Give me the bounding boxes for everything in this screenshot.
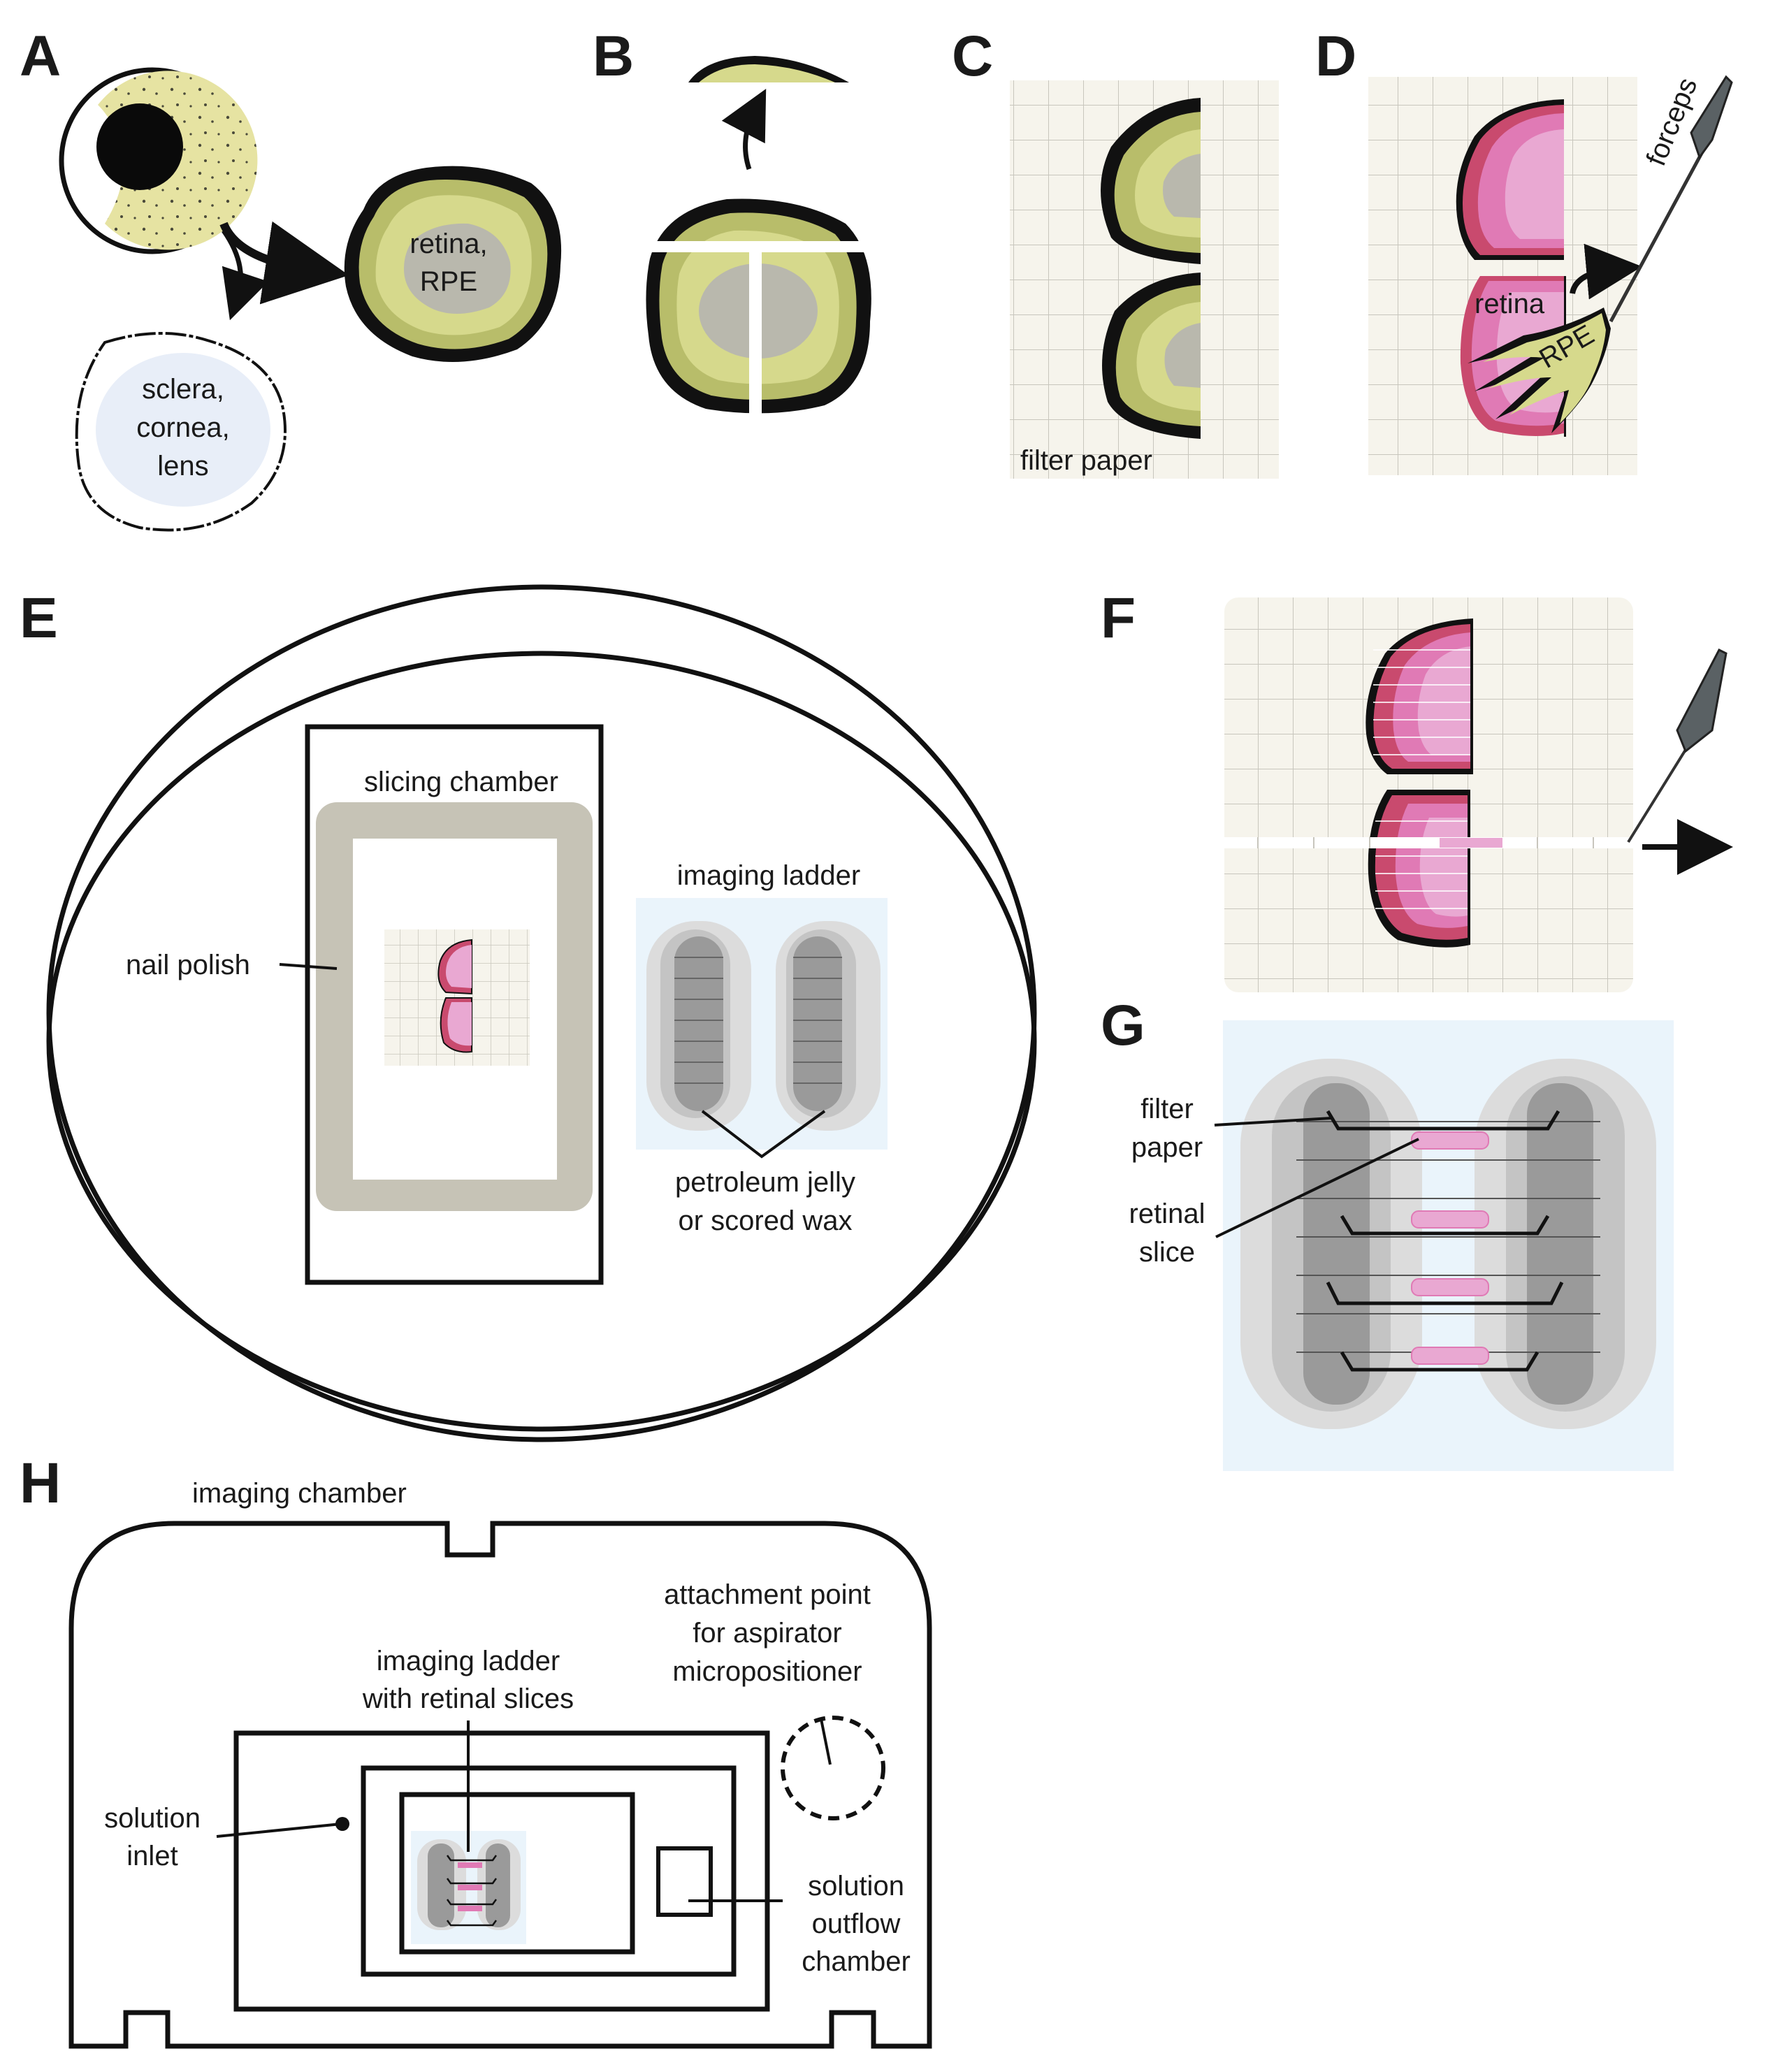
- panel-letter-e: E: [20, 586, 58, 650]
- filter-paper-label-g2: paper: [1131, 1132, 1203, 1163]
- slicing-chamber-label: slicing chamber: [364, 767, 558, 797]
- panel-g: G filter paper retinal sl: [1101, 994, 1674, 1471]
- cut-eyecup: [643, 198, 881, 423]
- retinal-slices: [1411, 1131, 1489, 1365]
- ladder-label-h2: with retinal slices: [362, 1683, 574, 1714]
- outflow-chamber: [656, 1846, 713, 1917]
- mini-imaging-ladder: [411, 1831, 526, 1944]
- imaging-chamber-label: imaging chamber: [192, 1478, 407, 1509]
- panel-letter-g: G: [1101, 994, 1145, 1057]
- imaging-ladder-e: [636, 898, 888, 1150]
- eyecup-label-line2: RPE: [420, 266, 477, 297]
- jelly-label-line1: petroleum jelly: [675, 1167, 855, 1198]
- panel-a: A retina, RPE sclera, cornea, lens: [20, 24, 562, 532]
- jelly-callout: [701, 1110, 826, 1159]
- panel-f: F: [1101, 586, 1733, 992]
- imaging-chamber: [68, 1521, 932, 2049]
- panel-letter-a: A: [20, 24, 61, 88]
- panel-b: B: [593, 24, 881, 423]
- panel-h: H imaging chamber imaging ladder with re…: [20, 1451, 932, 2049]
- panel-letter-b: B: [593, 24, 634, 88]
- attachment-label-h2: for aspirator: [693, 1618, 841, 1649]
- discard-label-line3: lens: [157, 451, 208, 481]
- panel-c: C filter paper: [952, 24, 1279, 479]
- rpe-flap: [1468, 307, 1611, 433]
- arrow-icon: [222, 229, 269, 321]
- retina-half-bottom-f: [1368, 790, 1470, 948]
- retina-half-top-f: [1366, 618, 1473, 774]
- panel-letter-c: C: [952, 24, 993, 88]
- arrow-icon: [219, 221, 349, 305]
- filter-paper-label: filter paper: [1020, 445, 1152, 476]
- discard-label-line2: cornea,: [136, 412, 229, 443]
- inlet-label-h1: solution: [104, 1803, 201, 1834]
- panel-letter-d: D: [1315, 24, 1356, 88]
- forceps-icon: [1609, 75, 1733, 323]
- retinal-slice-label-g1: retinal: [1129, 1198, 1205, 1229]
- outflow-label-h2: outflow: [812, 1908, 901, 1939]
- attachment-label-h1: attachment point: [664, 1579, 871, 1610]
- outflow-label-h3: chamber: [802, 1946, 911, 1977]
- dish-inner: [46, 651, 1037, 1432]
- eye-icon: [59, 67, 258, 254]
- blade-icon: [1627, 648, 1727, 843]
- inlet-dot: [335, 1817, 349, 1831]
- slice-cut: [1224, 837, 1633, 848]
- panel-letter-h: H: [20, 1451, 61, 1515]
- eyecup: retina, RPE: [344, 166, 562, 362]
- half-eyecup-bottom: [1102, 273, 1201, 439]
- ladder-label-h1: imaging ladder: [377, 1646, 560, 1676]
- inlet-label-h2: inlet: [126, 1841, 178, 1871]
- discard-label-line1: sclera,: [142, 374, 224, 405]
- retinal-slice-label-g2: slice: [1139, 1237, 1195, 1268]
- imaging-ladder-label: imaging ladder: [677, 860, 860, 891]
- middle-well: [361, 1765, 737, 1977]
- outflow-label-h1: solution: [808, 1871, 904, 1901]
- panel-e: E slicing chamber nail polish imaging la…: [20, 584, 1037, 1442]
- nail-polish-label: nail polish: [126, 950, 250, 980]
- attachment-point: [781, 1716, 885, 1820]
- panel-d: D retina RPE forceps: [1315, 24, 1733, 475]
- outer-well: [233, 1730, 770, 2012]
- eyecup-label-line1: retina,: [410, 229, 487, 259]
- panel-letter-f: F: [1101, 586, 1136, 650]
- retina-label-d: retina: [1475, 289, 1545, 319]
- forceps-label: forceps: [1641, 73, 1704, 170]
- retina-half-top: [1456, 99, 1564, 260]
- filter-paper-strips: [1326, 1110, 1564, 1372]
- filter-paper-label-g1: filter: [1140, 1094, 1194, 1124]
- discarded-tissue: sclera, cornea, lens: [75, 331, 287, 532]
- inner-well: [399, 1792, 635, 1955]
- attachment-label-h3: micropositioner: [672, 1656, 862, 1687]
- half-eyecup-top: [1101, 98, 1201, 264]
- arrow-icon: [1570, 243, 1642, 300]
- jelly-label-line2: or scored wax: [679, 1205, 853, 1236]
- arrow-icon: [721, 88, 767, 171]
